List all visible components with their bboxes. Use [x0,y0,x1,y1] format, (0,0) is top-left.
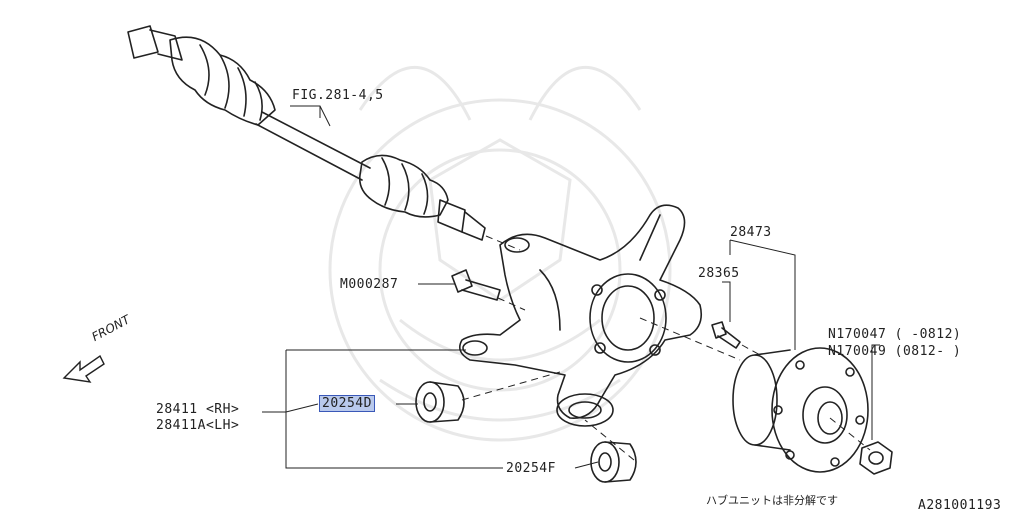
bushing-20254d [415,381,465,423]
hub-unit-28473 [732,347,869,473]
front-arrow-icon [62,354,105,383]
label-nut-2: N170049 (0812- ) [828,344,962,359]
label-bushing-f: 20254F [506,461,556,476]
label-bolt: M000287 [340,277,399,292]
label-nut-1: N170047 ( -0812) [828,327,962,342]
hub-nut [859,441,893,475]
label-hub-bolt: 28365 [698,266,740,281]
bushing-20254f [590,441,637,483]
samurai-crest-watermark-icon [328,66,672,442]
bolt-m000287 [451,269,501,301]
label-housing-rh: 28411 <RH> [156,402,240,417]
rear-axle-housing [459,204,703,427]
label-housing-lh: 28411A<LH> [156,418,240,433]
hub-bolt-28365 [711,321,741,349]
drive-shaft [127,25,486,241]
diagram-id: A281001193 [918,498,1002,513]
part-link-20254d[interactable]: 20254D [319,395,375,412]
label-hub-assy: 28473 [730,225,772,240]
note-hub-non-disassembly: ハブユニットは非分解です [706,494,838,507]
label-fig-ref: FIG.281-4,5 [292,88,384,103]
